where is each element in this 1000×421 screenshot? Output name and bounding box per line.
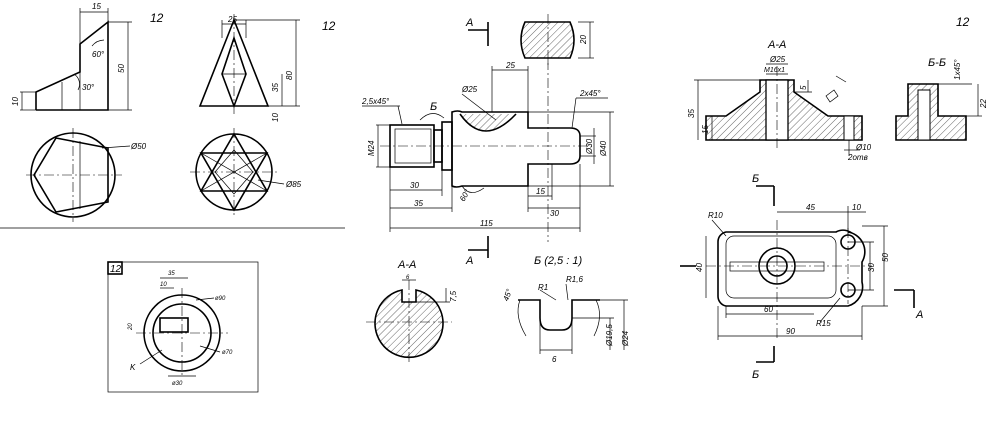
right-d10: Ø10 bbox=[855, 143, 872, 152]
view-b-label: Б bbox=[430, 101, 437, 113]
right-h35: 35 bbox=[687, 109, 696, 118]
dim-80: 80 bbox=[285, 71, 294, 80]
middle-sheet: A A 20 Б 2,5x45 bbox=[361, 14, 630, 364]
wedge-front-view: 15 60° 30° 50 10 bbox=[11, 2, 132, 111]
dim-15: 15 bbox=[92, 2, 101, 11]
dim-25: 25 bbox=[227, 15, 237, 24]
dim-35: 35 bbox=[414, 199, 423, 208]
end-section-view: 20 bbox=[520, 14, 594, 66]
right-r15: R15 bbox=[816, 319, 831, 328]
right-l60: 60 bbox=[764, 305, 773, 314]
dim-35c: 35 bbox=[168, 271, 175, 277]
dim-25: 25 bbox=[505, 61, 515, 70]
dim-50: 50 bbox=[117, 64, 126, 73]
detail-a45: 45° bbox=[501, 287, 514, 302]
label-k: K bbox=[130, 363, 136, 372]
section-a-bottom: A bbox=[465, 255, 473, 267]
shaft-view: Б 2,5x45° 2x45° Ø25 25 M24 Ø30 Ø40 bbox=[361, 60, 614, 242]
right-v50: 50 bbox=[881, 253, 890, 262]
detail-r1: R1 bbox=[538, 283, 548, 292]
detail-b: Б (2,5 : 1) 6 R1 R1,6 45° Ø19,5 Ø24 bbox=[501, 255, 630, 364]
right-d25: Ø25 bbox=[769, 55, 786, 64]
right-aa-label: A-A bbox=[767, 39, 786, 51]
section-aa: A-A 6 7,5 bbox=[366, 259, 458, 364]
thread-m24: M24 bbox=[367, 140, 376, 156]
dim-20: 20 bbox=[579, 35, 588, 45]
section-a-top: A bbox=[465, 17, 473, 29]
dim-d30: Ø30 bbox=[585, 138, 594, 155]
right-sheet-number: 12 bbox=[956, 15, 970, 29]
sheet-number-1: 12 bbox=[150, 11, 164, 25]
dim-20c: 20 bbox=[128, 323, 134, 331]
dim-10b: 10 bbox=[271, 113, 280, 122]
dim-d90: ø90 bbox=[215, 296, 226, 302]
card-number: 12 bbox=[110, 264, 122, 275]
dim-d85: Ø85 bbox=[285, 180, 302, 189]
right-bb-label: Б-Б bbox=[928, 57, 946, 69]
dim-15: 15 bbox=[536, 187, 545, 196]
dim-10: 10 bbox=[11, 97, 20, 106]
right-r10: R10 bbox=[708, 211, 723, 220]
pyramid-front-view: 25 80 35 10 bbox=[198, 14, 300, 122]
dim-35: 35 bbox=[271, 83, 280, 92]
dim-d40: Ø40 bbox=[599, 140, 608, 157]
angle-60: 60° bbox=[92, 50, 105, 59]
aa-dim-75: 7,5 bbox=[449, 290, 458, 302]
right-h5: 5 bbox=[799, 85, 808, 90]
right-l90: 90 bbox=[786, 327, 795, 336]
angle-60: 60° bbox=[458, 187, 472, 203]
wedge-top-view: Ø50 bbox=[26, 128, 147, 222]
left-sheet: 12 12 15 60° 30° 50 10 bbox=[0, 2, 345, 393]
dim-30: 30 bbox=[410, 181, 419, 190]
angle-30: 30° bbox=[82, 83, 95, 92]
dim-d50: Ø50 bbox=[130, 142, 147, 151]
detail-b-label: Б (2,5 : 1) bbox=[534, 255, 582, 267]
chamfer-right: 2x45° bbox=[579, 89, 601, 98]
right-holes: 2отв bbox=[847, 153, 868, 162]
dim-d70: ø70 bbox=[222, 350, 233, 356]
chamfer-left: 2,5x45° bbox=[361, 97, 390, 106]
right-b-top: Б bbox=[752, 173, 759, 185]
section-aa-label: A-A bbox=[397, 259, 416, 271]
dim-d30: ø30 bbox=[172, 381, 183, 387]
right-chamfer: 1x45° bbox=[953, 59, 962, 80]
right-b-bottom: Б bbox=[752, 369, 759, 381]
detail-d195: Ø19,5 bbox=[605, 324, 614, 347]
detail-d24: Ø24 bbox=[621, 330, 630, 347]
bracket-plan-view: Б Б A R10 45 10 40 30 50 bbox=[680, 173, 923, 381]
bracket-section-aa: A-A Ø25 M16x1 35 15 5 Ø10 2отв bbox=[687, 39, 872, 162]
aa-dim-6: 6 bbox=[406, 275, 410, 281]
right-sheet: 12 A-A Ø25 M16x1 35 15 5 Ø10 bbox=[680, 15, 988, 381]
right-l10: 10 bbox=[852, 203, 861, 212]
dim-115: 115 bbox=[480, 219, 493, 228]
right-l45: 45 bbox=[806, 203, 815, 212]
dim-10c: 10 bbox=[160, 282, 167, 288]
right-m16: M16x1 bbox=[764, 67, 785, 74]
right-v30: 30 bbox=[867, 263, 876, 272]
ring-card: 12 35 10 20 ø90 ø70 K ø30 bbox=[107, 261, 259, 393]
detail-w6: 6 bbox=[552, 355, 557, 364]
sheet-number-2: 12 bbox=[322, 19, 336, 33]
detail-r16: R1,6 bbox=[566, 275, 583, 284]
dim-30r: 30 bbox=[550, 209, 559, 218]
right-v40: 40 bbox=[695, 263, 704, 272]
pyramid-top-view: Ø85 bbox=[190, 128, 302, 216]
right-h15: 15 bbox=[701, 125, 710, 134]
dim-d25: Ø25 bbox=[461, 85, 478, 94]
right-a-mark: A bbox=[915, 309, 923, 321]
right-h22: 22 bbox=[979, 99, 988, 109]
bracket-section-bb: Б-Б 22 1x45° bbox=[895, 57, 988, 141]
